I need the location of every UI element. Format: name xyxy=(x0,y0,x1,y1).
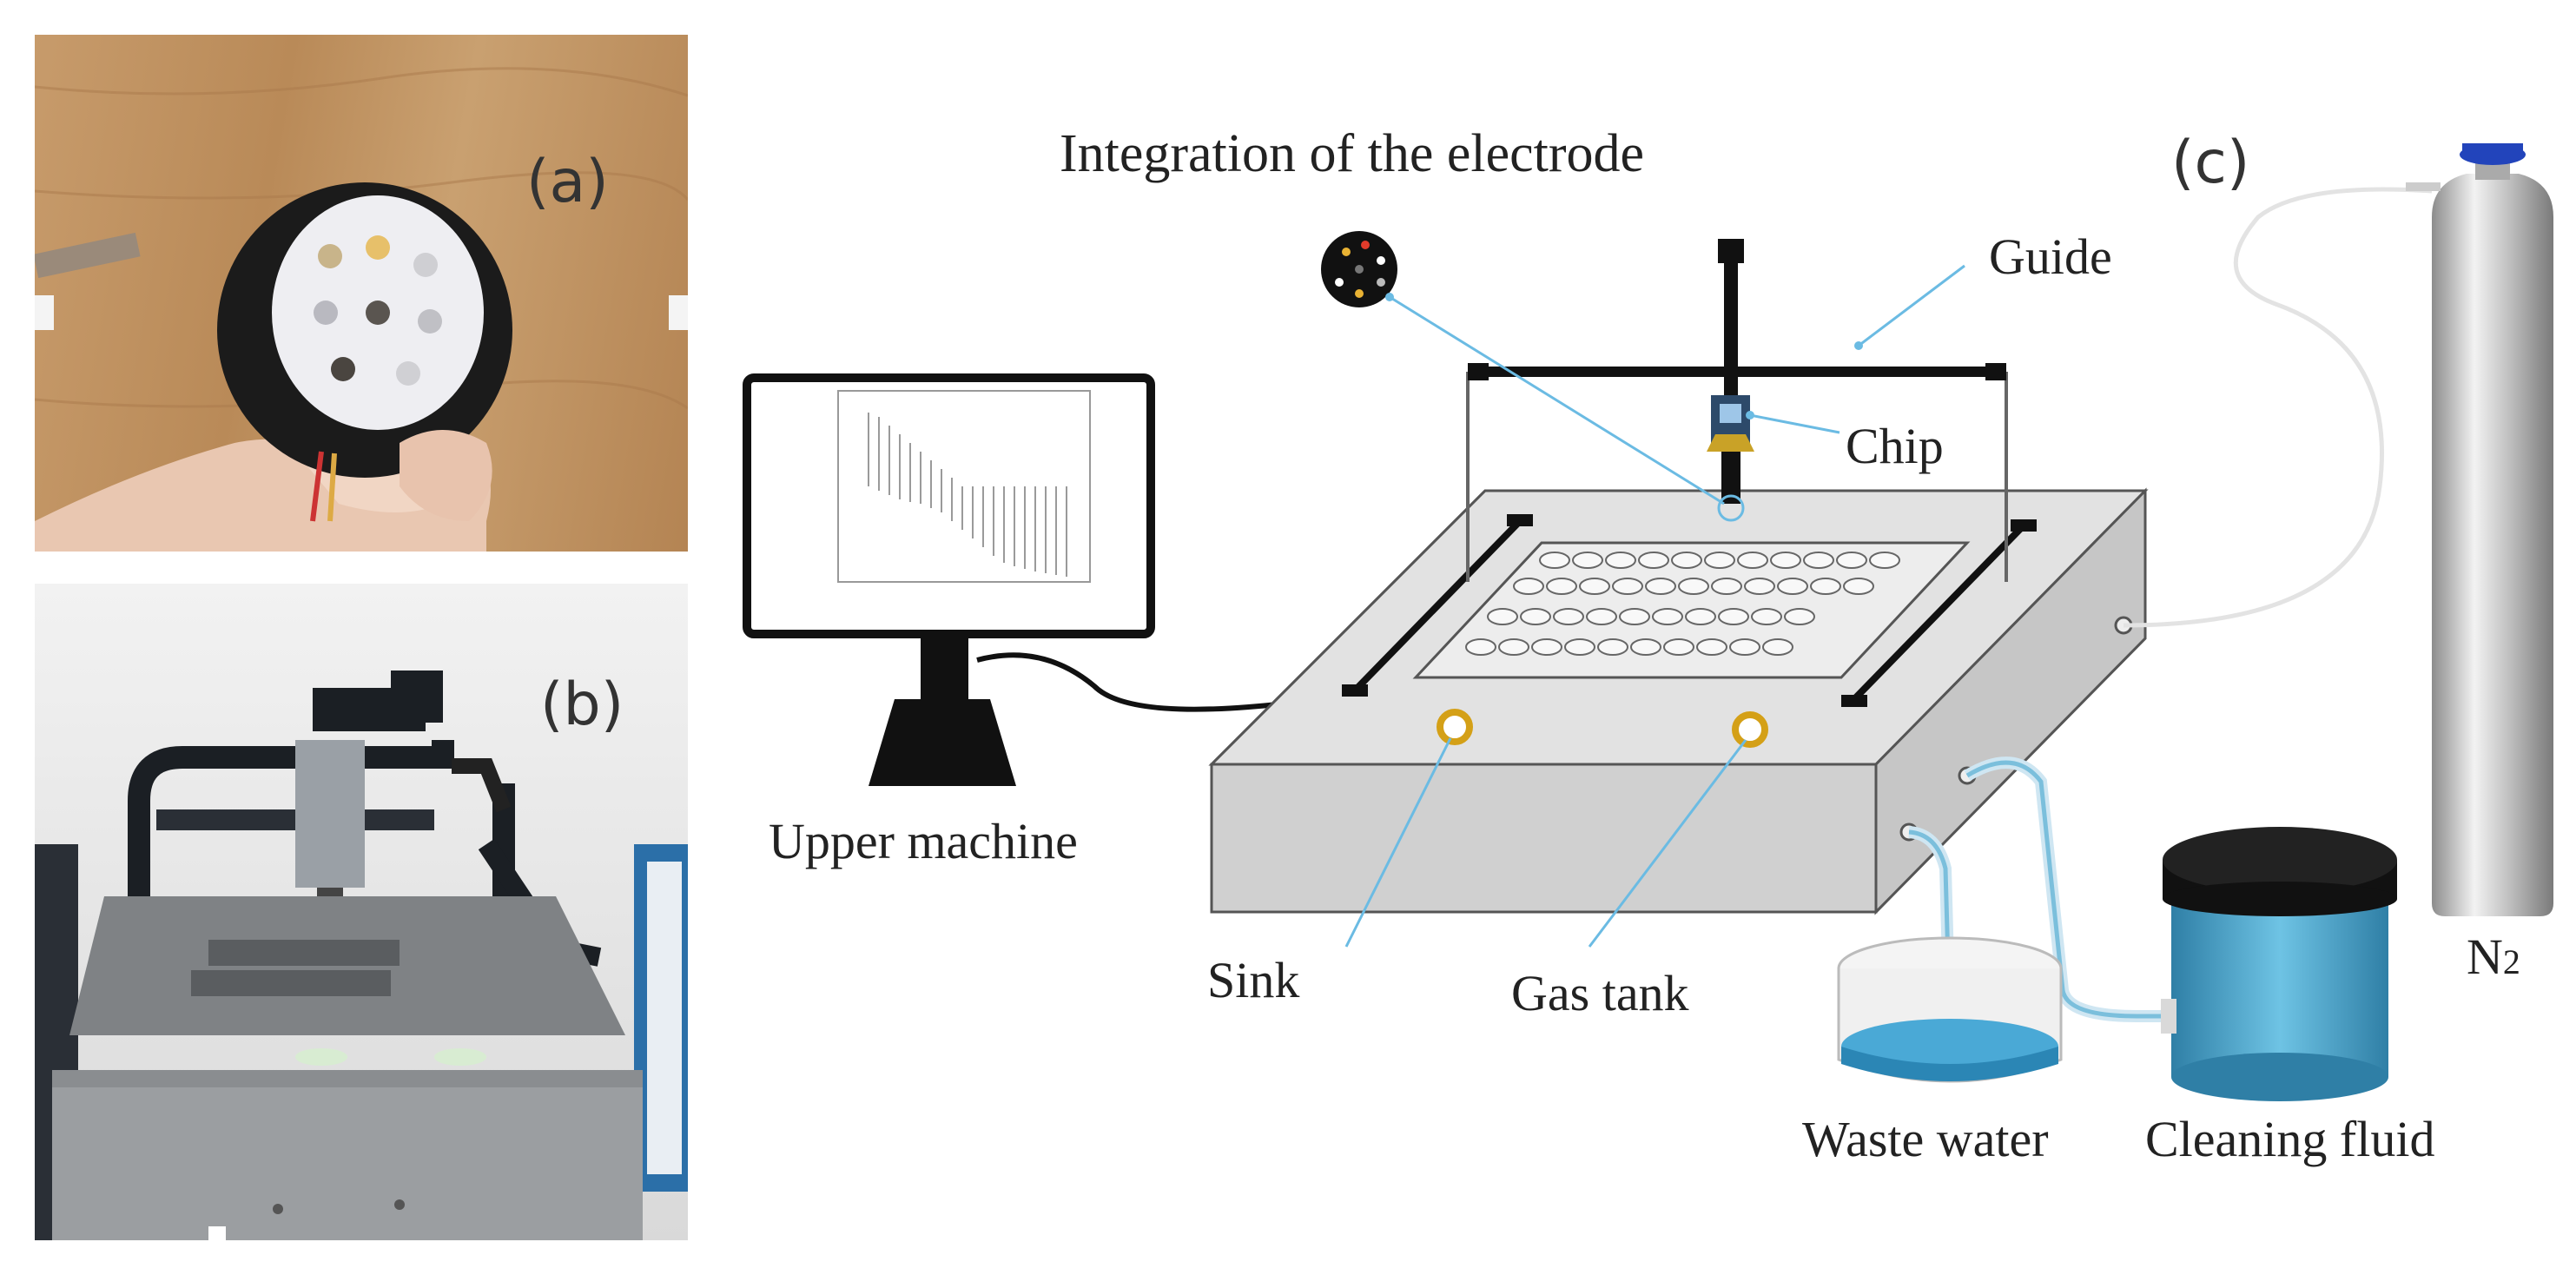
panel-label-a: (a) xyxy=(526,148,609,216)
gas-tank-port xyxy=(1732,711,1768,748)
leader-lines xyxy=(1344,264,1965,948)
photo-device: (b) xyxy=(35,584,688,1240)
sink-port xyxy=(1437,709,1473,745)
waste-water-container xyxy=(1837,936,2063,1083)
label-upper-machine: Upper machine xyxy=(769,813,1078,869)
cleaning-fluid-container xyxy=(2161,827,2397,1101)
label-sink: Sink xyxy=(1207,952,1300,1008)
label-chip: Chip xyxy=(1846,418,1944,474)
label-cleaning-fluid: Cleaning fluid xyxy=(2145,1111,2435,1167)
panel-label-c: (c) xyxy=(2171,129,2250,197)
n2-hose xyxy=(2123,187,2433,628)
n2-cylinder xyxy=(2406,143,2553,916)
label-gas-tank: Gas tank xyxy=(1511,965,1689,1021)
electrode-photo-drawing xyxy=(35,67,688,552)
label-n2-subscript: 2 xyxy=(2502,942,2520,981)
label-guide: Guide xyxy=(1989,228,2112,285)
guide-gantry xyxy=(1466,239,2008,582)
label-n2-main: N xyxy=(2467,928,2503,985)
upper-machine-monitor xyxy=(743,373,1155,786)
panel-label-b: (b) xyxy=(540,671,624,739)
label-waste-water: Waste water xyxy=(1802,1111,2049,1167)
photo-electrode-chip: (a) xyxy=(35,35,688,552)
diagram-title: Integration of the electrode xyxy=(1060,124,1645,183)
electrode-icon xyxy=(1321,231,1397,307)
device-photo-drawing xyxy=(35,671,688,1240)
data-cable xyxy=(976,652,1286,712)
device-box xyxy=(1208,487,2149,915)
label-n2: N2 xyxy=(2467,928,2520,986)
